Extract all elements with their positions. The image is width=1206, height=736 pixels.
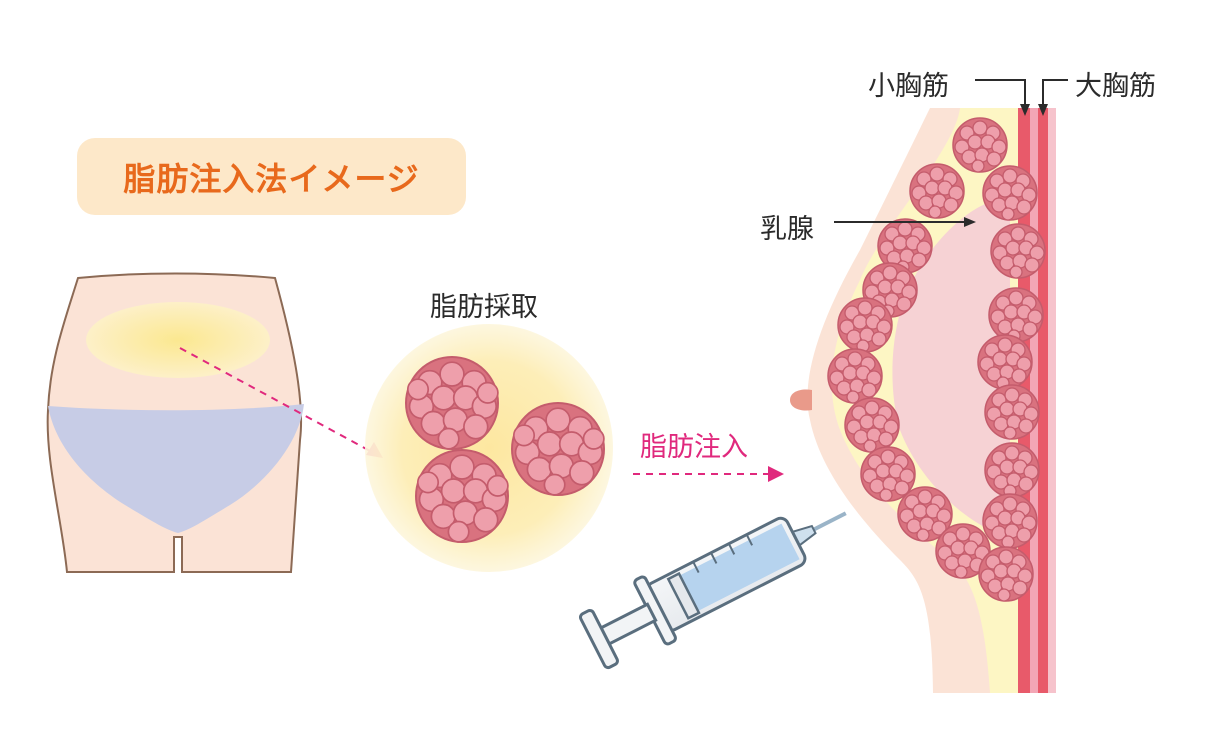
fat-injection-label: 脂肪注入 (640, 432, 748, 463)
breast-cross-section-icon (790, 108, 1056, 693)
leader-lines (834, 79, 1068, 227)
mammary-gland-area (892, 200, 1010, 530)
syringe-icon (578, 511, 847, 670)
page-title: 脂肪注入法イメージ (123, 159, 420, 198)
nipple-icon (790, 389, 812, 411)
pectoralis-major-label: 大胸筋 (1075, 71, 1156, 102)
pectoralis-minor-label: 小胸筋 (868, 71, 949, 102)
pectoralis-major-leader (1042, 79, 1068, 110)
underwear-icon (48, 404, 304, 533)
syringe-fluid (678, 523, 800, 612)
fat-cluster-icon (365, 324, 613, 572)
muscle-outer-layer (1048, 108, 1056, 693)
mammary-gland-label: 乳腺 (760, 214, 814, 245)
pectoralis-minor-leader (975, 79, 1026, 110)
pectoralis-major-layer (1038, 108, 1048, 693)
title-box: 脂肪注入法イメージ (77, 138, 466, 215)
injection-arrow (633, 466, 784, 482)
fat-area-highlight (86, 302, 270, 378)
fat-harvest-label: 脂肪採取 (430, 292, 538, 323)
hip-body-icon (46, 272, 304, 573)
